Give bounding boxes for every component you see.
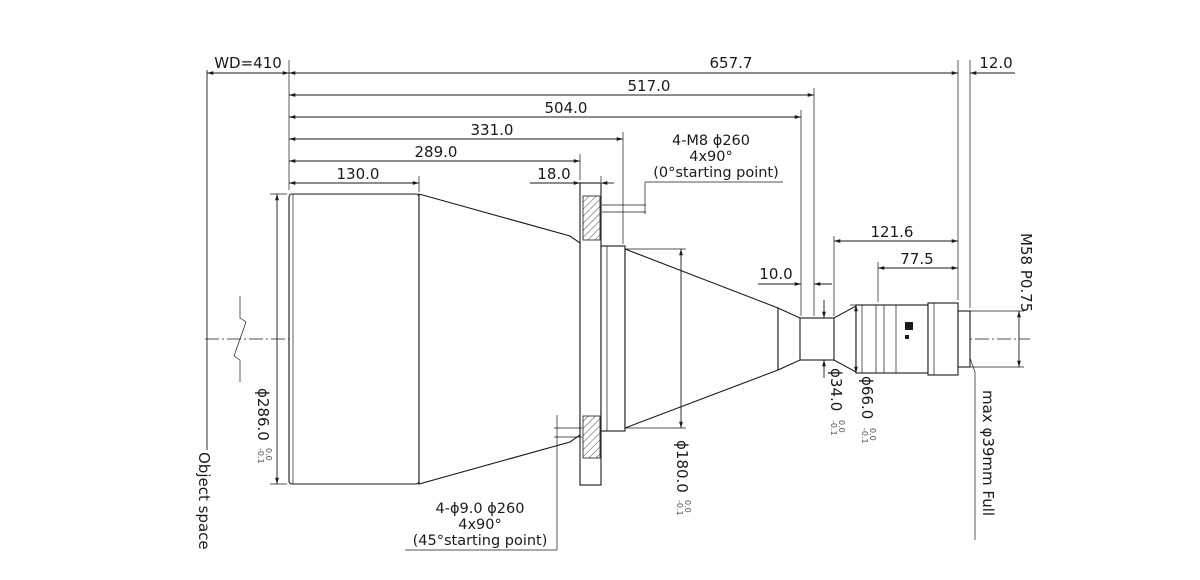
dim-130: 130.0 bbox=[337, 165, 380, 183]
iris-mark bbox=[905, 322, 913, 330]
iris-mark-2 bbox=[905, 335, 909, 339]
dim-180: ϕ180.0 bbox=[673, 440, 691, 493]
dim-286-tol-upper: 0.0 bbox=[264, 448, 273, 461]
dim-289: 289.0 bbox=[415, 143, 458, 161]
callout-top-line1: 4-M8 ϕ260 bbox=[672, 133, 750, 149]
flange-hatch-top bbox=[582, 195, 601, 241]
dim-121: 121.6 bbox=[871, 223, 914, 241]
dim-overall: 657.7 bbox=[710, 54, 753, 72]
dim-180-tol-lower: -0.1 bbox=[675, 500, 684, 516]
top-dimensions: WD=410 657.7 12.0 517.0 504.0 331.0 289.… bbox=[207, 54, 1015, 316]
sensor-spec: max φ39mm Full bbox=[979, 390, 997, 516]
dim-34-tol-lower: -0.1 bbox=[829, 420, 838, 436]
flange-hatch-bottom bbox=[582, 415, 601, 459]
callout-top-line3: (0°starting point) bbox=[653, 165, 779, 181]
dim-66: ϕ66.0 bbox=[858, 376, 876, 419]
dim-286: ϕ286.0 bbox=[254, 388, 272, 441]
mount-callouts: M58 P0.75 max φ39mm Full bbox=[969, 233, 1035, 540]
dim-66-tol-upper: 0.0 bbox=[868, 428, 877, 441]
callout-bottom-line2: 4x90° bbox=[458, 517, 502, 533]
dim-331: 331.0 bbox=[471, 121, 514, 139]
flange-collar bbox=[600, 245, 626, 432]
sensor-leader bbox=[969, 357, 976, 373]
dim-504: 504.0 bbox=[545, 99, 588, 117]
rear-dimensions: 121.6 77.5 10.0 bbox=[758, 223, 958, 316]
dim-18: 18.0 bbox=[537, 165, 570, 183]
callout-bottom-line3: (45°starting point) bbox=[413, 533, 548, 549]
dim-517: 517.0 bbox=[628, 77, 671, 95]
dim-34-tol-upper: 0.0 bbox=[837, 420, 846, 433]
dim-10: 10.0 bbox=[759, 265, 792, 283]
dim-34: ϕ34.0 bbox=[827, 368, 845, 411]
dim-180-tol-upper: 0.0 bbox=[683, 500, 692, 513]
main-cone bbox=[418, 193, 581, 485]
diameter-dimensions: ϕ286.0 0.0 -0.1 ϕ180.0 0.0 -0.1 ϕ34.0 0.… bbox=[254, 193, 877, 516]
lens-body bbox=[288, 182, 971, 486]
callout-top-line2: 4x90° bbox=[689, 149, 733, 165]
callout-bottom-line1: 4-ϕ9.0 ϕ260 bbox=[436, 501, 525, 517]
rear-cone bbox=[624, 248, 779, 429]
rear-barrel bbox=[855, 304, 929, 374]
front-barrel bbox=[288, 193, 420, 485]
dim-rear: 12.0 bbox=[979, 54, 1012, 72]
dim-66-tol-lower: -0.1 bbox=[860, 428, 869, 444]
top-hole-callout: 4-M8 ϕ260 4x90° (0°starting point) bbox=[602, 133, 783, 214]
bottom-hole-callout: 4-ϕ9.0 ϕ260 4x90° (45°starting point) bbox=[405, 415, 582, 551]
object-space-label: Object space bbox=[195, 452, 213, 550]
axis-break-symbol bbox=[233, 296, 247, 382]
dim-wd: WD=410 bbox=[214, 54, 282, 72]
dim-77: 77.5 bbox=[900, 250, 933, 268]
dim-286-tol-lower: -0.1 bbox=[256, 448, 265, 464]
lock-ring bbox=[927, 302, 959, 376]
mount-thread bbox=[957, 310, 971, 368]
neck-ring bbox=[799, 317, 835, 361]
thread-spec: M58 P0.75 bbox=[1017, 233, 1035, 312]
